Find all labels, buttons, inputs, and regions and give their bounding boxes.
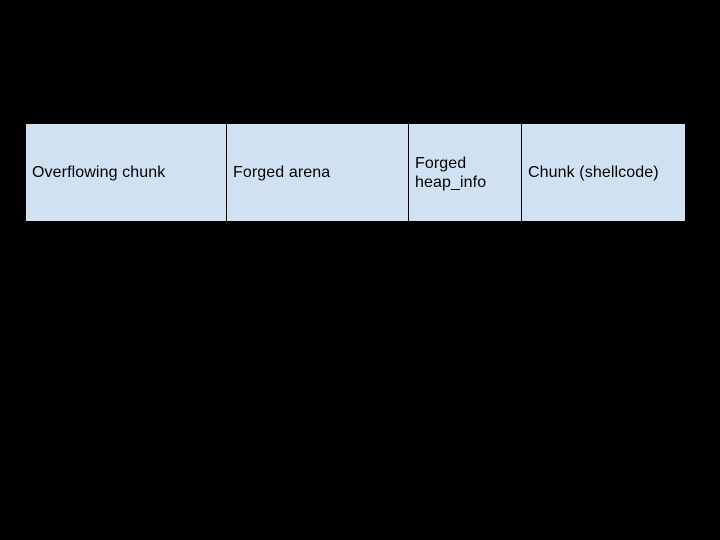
memory-cell-overflowing-chunk[interactable]: Overflowing chunk — [26, 124, 227, 221]
memory-cell-label: Forged arena — [233, 164, 331, 181]
memory-cell-forged-heap-info[interactable]: Forged heap_info — [409, 124, 522, 221]
memory-cell-forged-arena[interactable]: Forged arena — [227, 124, 409, 221]
memory-cell-chunk-shellcode[interactable]: Chunk (shellcode) — [522, 124, 685, 221]
memory-cell-label: Forged heap_info — [415, 154, 487, 191]
memory-cell-label: Chunk (shellcode) — [528, 164, 659, 181]
memory-layout-band: Overflowing chunk Forged arena Forged he… — [25, 123, 685, 222]
memory-cell-label: Overflowing chunk — [32, 164, 166, 181]
